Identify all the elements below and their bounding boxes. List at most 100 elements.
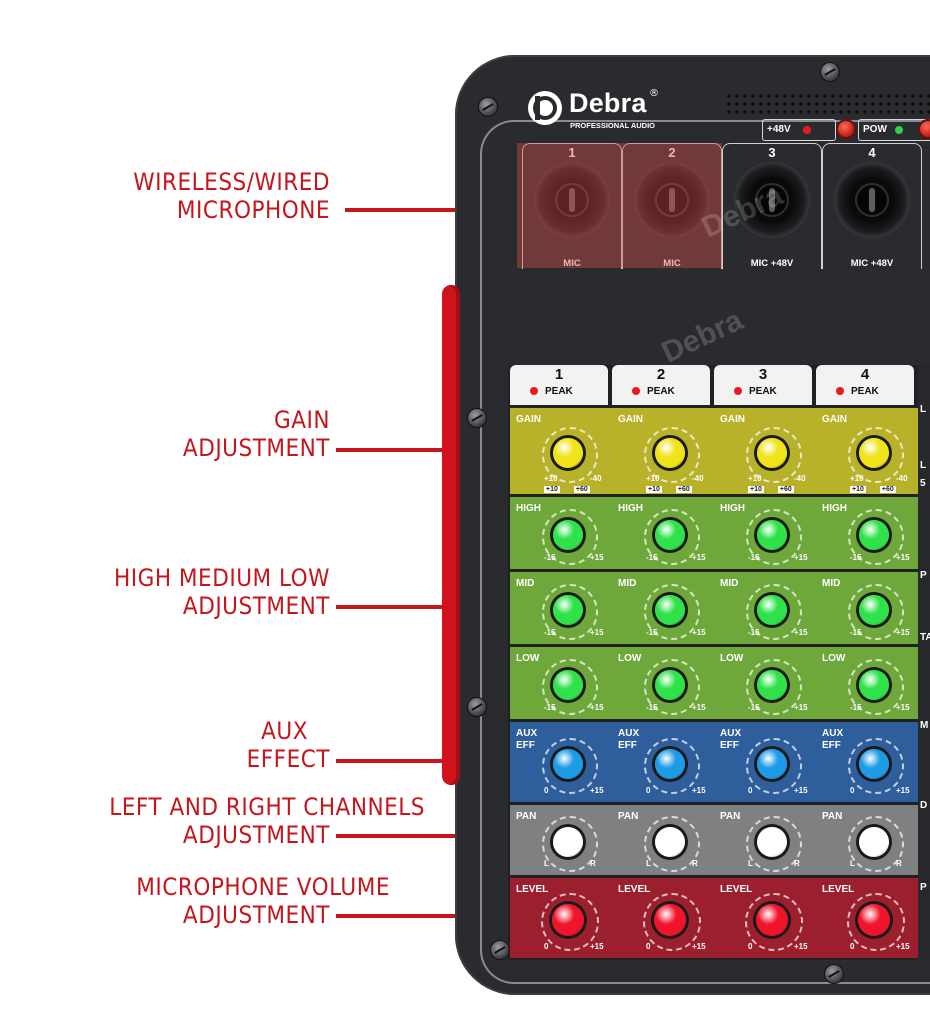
low-scale-ring	[746, 659, 802, 715]
gain-knob[interactable]	[553, 438, 583, 468]
level-scale-ring	[643, 893, 701, 951]
phantom-led	[803, 126, 811, 134]
mid-knob[interactable]	[655, 595, 685, 625]
callout-gain: GAIN ADJUSTMENT	[183, 406, 330, 462]
phantom-switch[interactable]	[836, 119, 856, 139]
mid-knob[interactable]	[757, 595, 787, 625]
mid-scale-min: -15	[646, 628, 658, 637]
pan-scale-min: L	[646, 859, 651, 868]
callout-pan-line2: ADJUSTMENT	[182, 821, 330, 849]
input-jack-4[interactable]: 4 MIC +48V	[822, 143, 922, 269]
pan-label: PAN	[822, 811, 843, 822]
low-knob[interactable]	[757, 670, 787, 700]
pan-scale-max: R	[794, 859, 800, 868]
level-knob[interactable]	[552, 904, 584, 936]
callout-aux-line2: EFFECT	[246, 745, 330, 773]
gain-scale-max: -40	[896, 474, 908, 483]
brand-subtitle: PROFESSIONAL AUDIO	[570, 121, 656, 130]
screw-icon	[820, 62, 840, 82]
mid-scale-min: -15	[850, 628, 862, 637]
high-knob[interactable]	[655, 520, 685, 550]
level-scale-max: +15	[794, 942, 808, 951]
screw-icon	[478, 97, 498, 117]
low-scale-min: -15	[646, 703, 658, 712]
level-knob[interactable]	[654, 904, 686, 936]
callout-level-line1: MICROPHONE VOLUME	[136, 873, 390, 901]
low-scale-max: +15	[896, 703, 910, 712]
input-jack-1[interactable]: 1 MIC	[522, 143, 622, 269]
mid-knob[interactable]	[553, 595, 583, 625]
gain-sub-min: +10	[544, 486, 560, 493]
pan-knob[interactable]	[859, 827, 889, 857]
low-label: LOW	[618, 653, 642, 664]
high-knob[interactable]	[757, 520, 787, 550]
callout-eq-line1: HIGH MEDIUM LOW	[113, 564, 330, 592]
high-cell-ch2: HIGH-15+15	[612, 497, 710, 569]
gain-knob[interactable]	[757, 438, 787, 468]
pan-knob[interactable]	[757, 827, 787, 857]
high-knob[interactable]	[553, 520, 583, 550]
peak-label: PEAK	[545, 386, 573, 397]
gain-scale-ring	[542, 427, 598, 483]
gain-label: GAIN	[822, 414, 847, 425]
aux-knob[interactable]	[757, 749, 787, 779]
high-knob[interactable]	[859, 520, 889, 550]
pan-knob[interactable]	[553, 827, 583, 857]
gain-sub-scale: +10+60	[544, 486, 590, 493]
channel-number: 3	[758, 366, 768, 383]
leader-eq	[336, 605, 512, 609]
input-jack-3[interactable]: 3 MIC +48V	[722, 143, 822, 269]
gain-scale-min: +10	[850, 474, 864, 483]
gain-label: GAIN	[618, 414, 643, 425]
low-scale-ring	[848, 659, 904, 715]
low-knob[interactable]	[553, 670, 583, 700]
low-knob[interactable]	[859, 670, 889, 700]
mid-cell-ch3: MID-15+15	[714, 572, 812, 644]
pan-knob[interactable]	[655, 827, 685, 857]
master-section-edge	[918, 365, 930, 960]
pan-label: PAN	[618, 811, 639, 822]
mid-knob[interactable]	[859, 595, 889, 625]
power-switch[interactable]	[918, 119, 930, 139]
registered-mark: ®	[649, 88, 659, 99]
level-scale-ring	[745, 893, 803, 951]
aux-knob[interactable]	[655, 749, 685, 779]
level-scale-min: 0	[850, 942, 855, 951]
gain-sub-min: +10	[646, 486, 662, 493]
gain-label: GAIN	[516, 414, 541, 425]
gain-sub-max: +60	[879, 486, 896, 493]
aux-knob[interactable]	[553, 749, 583, 779]
high-label: HIGH	[822, 503, 847, 514]
gain-sub-max: +60	[675, 486, 692, 493]
high-cell-ch1: HIGH-15+15	[510, 497, 608, 569]
gain-knob[interactable]	[859, 438, 889, 468]
peak-indicator: PEAK	[734, 386, 777, 397]
callout-gain-line1: GAIN	[273, 406, 330, 434]
level-scale-min: 0	[748, 942, 753, 951]
level-knob[interactable]	[756, 904, 788, 936]
aux-knob[interactable]	[859, 749, 889, 779]
level-scale-min: 0	[646, 942, 651, 951]
edge-letter: L	[920, 460, 927, 471]
callout-gain-line2: ADJUSTMENT	[182, 434, 330, 462]
power-led	[895, 126, 903, 134]
level-knob[interactable]	[858, 904, 890, 936]
power-label: POW	[863, 124, 887, 135]
edge-letter: TA	[920, 632, 930, 643]
pan-scale-ring	[644, 816, 700, 872]
screw-icon	[467, 408, 487, 428]
input-jack-2[interactable]: 2 MIC	[622, 143, 722, 269]
power-indicator: POW	[858, 119, 930, 141]
input-label: MIC	[663, 258, 681, 269]
high-scale-ring	[848, 509, 904, 565]
low-knob[interactable]	[655, 670, 685, 700]
leader-pan	[336, 834, 512, 838]
gain-knob[interactable]	[655, 438, 685, 468]
